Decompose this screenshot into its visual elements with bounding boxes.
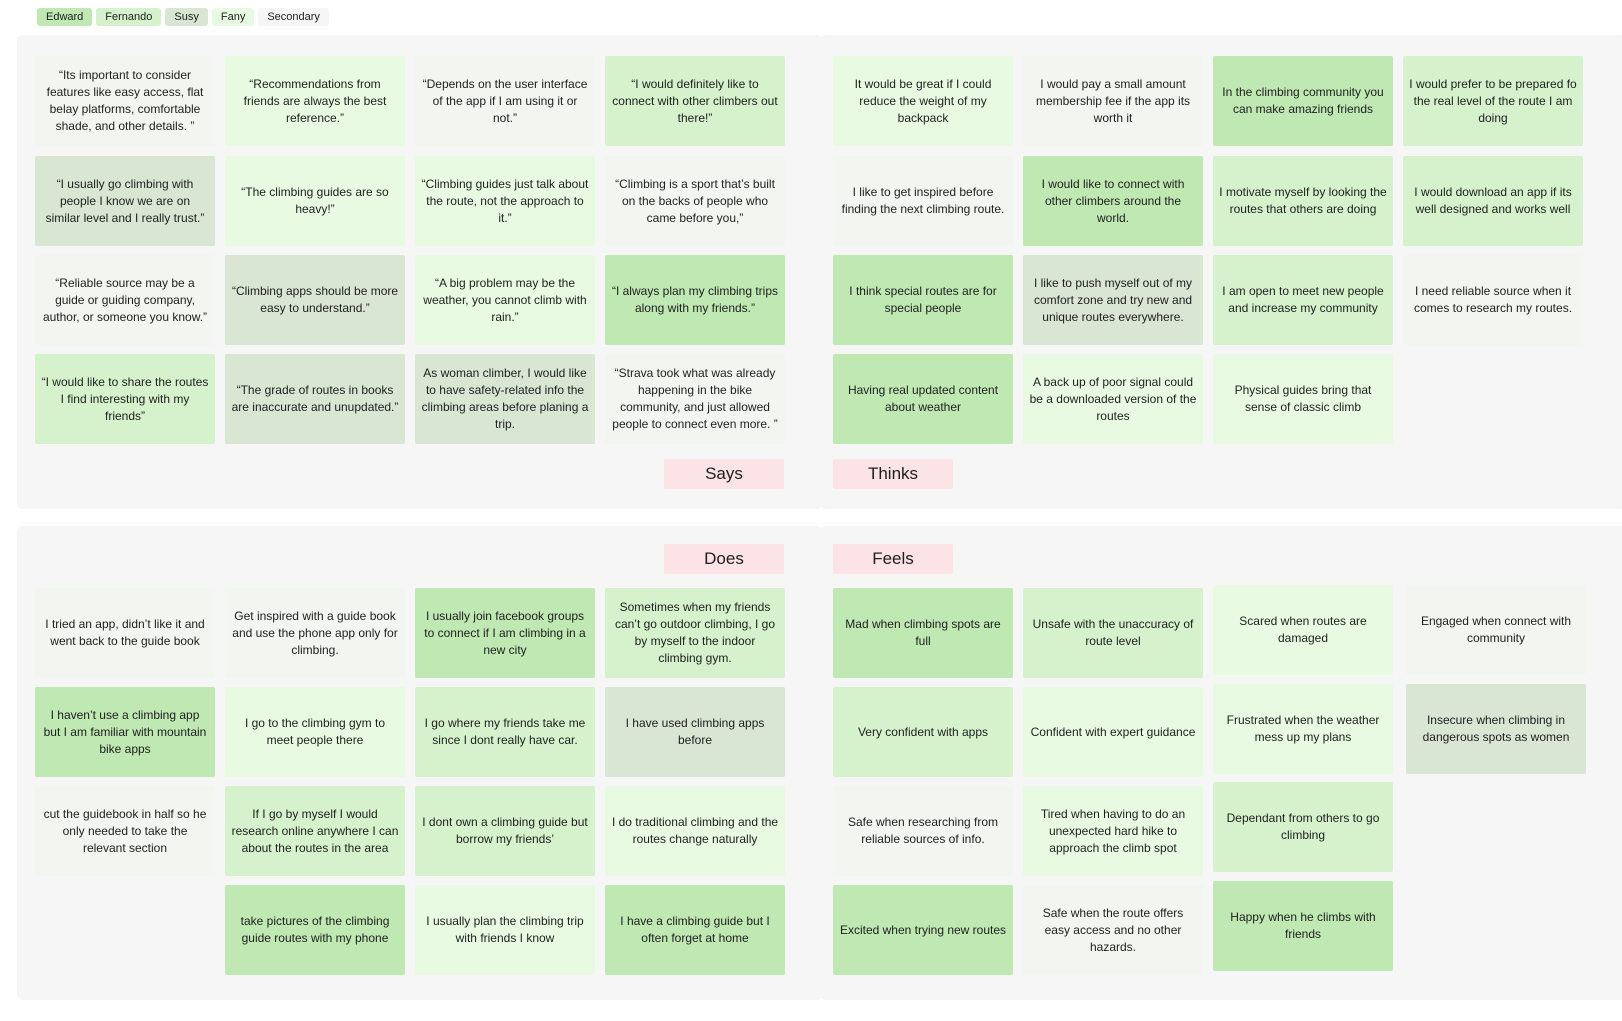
- says-sticky-note[interactable]: “Its important to consider features like…: [35, 56, 215, 146]
- does-label: Does: [664, 544, 784, 574]
- feels-sticky-note[interactable]: Mad when climbing spots are full: [833, 588, 1013, 678]
- says-sticky-note[interactable]: “Climbing is a sport that’s built on the…: [605, 156, 785, 246]
- thinks-sticky-note[interactable]: I like to push myself out of my comfort …: [1023, 255, 1203, 345]
- legend-fernando: Fernando: [96, 8, 162, 26]
- does-sticky-note[interactable]: take pictures of the climbing guide rout…: [225, 885, 405, 975]
- legend-fany: Fany: [211, 8, 255, 26]
- says-sticky-note[interactable]: “The grade of routes in books are inaccu…: [225, 354, 405, 444]
- thinks-sticky-note[interactable]: A back up of poor signal could be a down…: [1023, 354, 1203, 444]
- says-notes: “Its important to consider features like…: [17, 35, 823, 509]
- feels-sticky-note[interactable]: Insecure when climbing in dangerous spot…: [1406, 684, 1586, 774]
- thinks-sticky-note[interactable]: I think special routes are for special p…: [833, 255, 1013, 345]
- does-sticky-note[interactable]: I go to the climbing gym to meet people …: [225, 687, 405, 777]
- feels-sticky-note[interactable]: Tired when having to do an unexpected ha…: [1023, 786, 1203, 876]
- thinks-notes: It would be great if I could reduce the …: [820, 35, 1622, 509]
- thinks-sticky-note[interactable]: I would download an app if its well desi…: [1403, 156, 1583, 246]
- does-sticky-note[interactable]: I dont own a climbing guide but borrow m…: [415, 786, 595, 876]
- does-sticky-note[interactable]: I do traditional climbing and the routes…: [605, 786, 785, 876]
- thinks-sticky-note[interactable]: In the climbing community you can make a…: [1213, 56, 1393, 146]
- thinks-sticky-note[interactable]: It would be great if I could reduce the …: [833, 56, 1013, 146]
- does-sticky-note[interactable]: If I go by myself I would research onlin…: [225, 786, 405, 876]
- feels-sticky-note[interactable]: Very confident with apps: [833, 687, 1013, 777]
- feels-sticky-note[interactable]: Safe when researching from reliable sour…: [833, 786, 1013, 876]
- does-sticky-note[interactable]: I usually plan the climbing trip with fr…: [415, 885, 595, 975]
- does-sticky-note[interactable]: I haven’t use a climbing app but I am fa…: [35, 687, 215, 777]
- legend-edward: Edward: [37, 8, 93, 26]
- does-sticky-note[interactable]: I have a climbing guide but I often forg…: [605, 885, 785, 975]
- feels-sticky-note[interactable]: Scared when routes are damaged: [1213, 585, 1393, 675]
- feels-sticky-note[interactable]: Happy when he climbs with friends: [1213, 881, 1393, 971]
- says-sticky-note[interactable]: “I would like to share the routes I find…: [35, 354, 215, 444]
- says-sticky-note[interactable]: “Depends on the user interface of the ap…: [415, 56, 595, 146]
- says-sticky-note[interactable]: “I would definitely like to connect with…: [605, 56, 785, 146]
- does-sticky-note[interactable]: cut the guidebook in half so he only nee…: [35, 786, 215, 876]
- says-sticky-note[interactable]: “Reliable source may be a guide or guidi…: [35, 255, 215, 345]
- feels-sticky-note[interactable]: Excited when trying new routes: [833, 885, 1013, 975]
- does-sticky-note[interactable]: I usually join facebook groups to connec…: [415, 588, 595, 678]
- does-notes: I tried an app, didn’t like it and went …: [17, 526, 823, 1000]
- says-sticky-note[interactable]: “The climbing guides are so heavy!”: [225, 156, 405, 246]
- thinks-label: Thinks: [833, 459, 953, 489]
- thinks-sticky-note[interactable]: I would pay a small amount membership fe…: [1023, 56, 1203, 146]
- does-sticky-note[interactable]: I go where my friends take me since I do…: [415, 687, 595, 777]
- thinks-sticky-note[interactable]: Having real updated content about weathe…: [833, 354, 1013, 444]
- feels-sticky-note[interactable]: Frustrated when the weather mess up my p…: [1213, 684, 1393, 774]
- thinks-sticky-note[interactable]: I would prefer to be prepared fo the rea…: [1403, 56, 1583, 146]
- feels-sticky-note[interactable]: Confident with expert guidance: [1023, 687, 1203, 777]
- thinks-sticky-note[interactable]: I motivate myself by looking the routes …: [1213, 156, 1393, 246]
- says-sticky-note[interactable]: “Climbing apps should be more easy to un…: [225, 255, 405, 345]
- thinks-sticky-note[interactable]: Physical guides bring that sense of clas…: [1213, 354, 1393, 444]
- thinks-quadrant: It would be great if I could reduce the …: [820, 35, 1622, 509]
- says-sticky-note[interactable]: “I always plan my climbing trips along w…: [605, 255, 785, 345]
- feels-sticky-note[interactable]: Unsafe with the unaccuracy of route leve…: [1023, 588, 1203, 678]
- says-sticky-note[interactable]: “A big problem may be the weather, you c…: [415, 255, 595, 345]
- does-sticky-note[interactable]: I have used climbing apps before: [605, 687, 785, 777]
- says-sticky-note[interactable]: “Climbing guides just talk about the rou…: [415, 156, 595, 246]
- does-sticky-note[interactable]: I tried an app, didn’t like it and went …: [35, 588, 215, 678]
- thinks-sticky-note[interactable]: I like to get inspired before finding th…: [833, 156, 1013, 246]
- says-quadrant: “Its important to consider features like…: [17, 35, 823, 509]
- legend-susy: Susy: [165, 8, 208, 26]
- legend-secondary: Secondary: [258, 8, 329, 26]
- does-quadrant: Does I tried an app, didn’t like it and …: [17, 526, 823, 1000]
- says-sticky-note[interactable]: “Strava took what was already happening …: [605, 354, 785, 444]
- says-label: Says: [664, 459, 784, 489]
- does-sticky-note[interactable]: Sometimes when my friends can’t go outdo…: [605, 588, 785, 678]
- persona-legend: Edward Fernando Susy Fany Secondary: [37, 8, 329, 26]
- feels-label: Feels: [833, 544, 953, 574]
- feels-sticky-note[interactable]: Dependant from others to go climbing: [1213, 782, 1393, 872]
- says-sticky-note[interactable]: As woman climber, I would like to have s…: [415, 354, 595, 444]
- thinks-sticky-note[interactable]: I am open to meet new people and increas…: [1213, 255, 1393, 345]
- thinks-sticky-note[interactable]: I would like to connect with other climb…: [1023, 156, 1203, 246]
- feels-sticky-note[interactable]: Safe when the route offers easy access a…: [1023, 885, 1203, 975]
- says-sticky-note[interactable]: “I usually go climbing with people I kno…: [35, 156, 215, 246]
- does-sticky-note[interactable]: Get inspired with a guide book and use t…: [225, 588, 405, 678]
- thinks-sticky-note[interactable]: I need reliable source when it comes to …: [1403, 255, 1583, 345]
- feels-sticky-note[interactable]: Engaged when connect with community: [1406, 585, 1586, 675]
- says-sticky-note[interactable]: “Recommendations from friends are always…: [225, 56, 405, 146]
